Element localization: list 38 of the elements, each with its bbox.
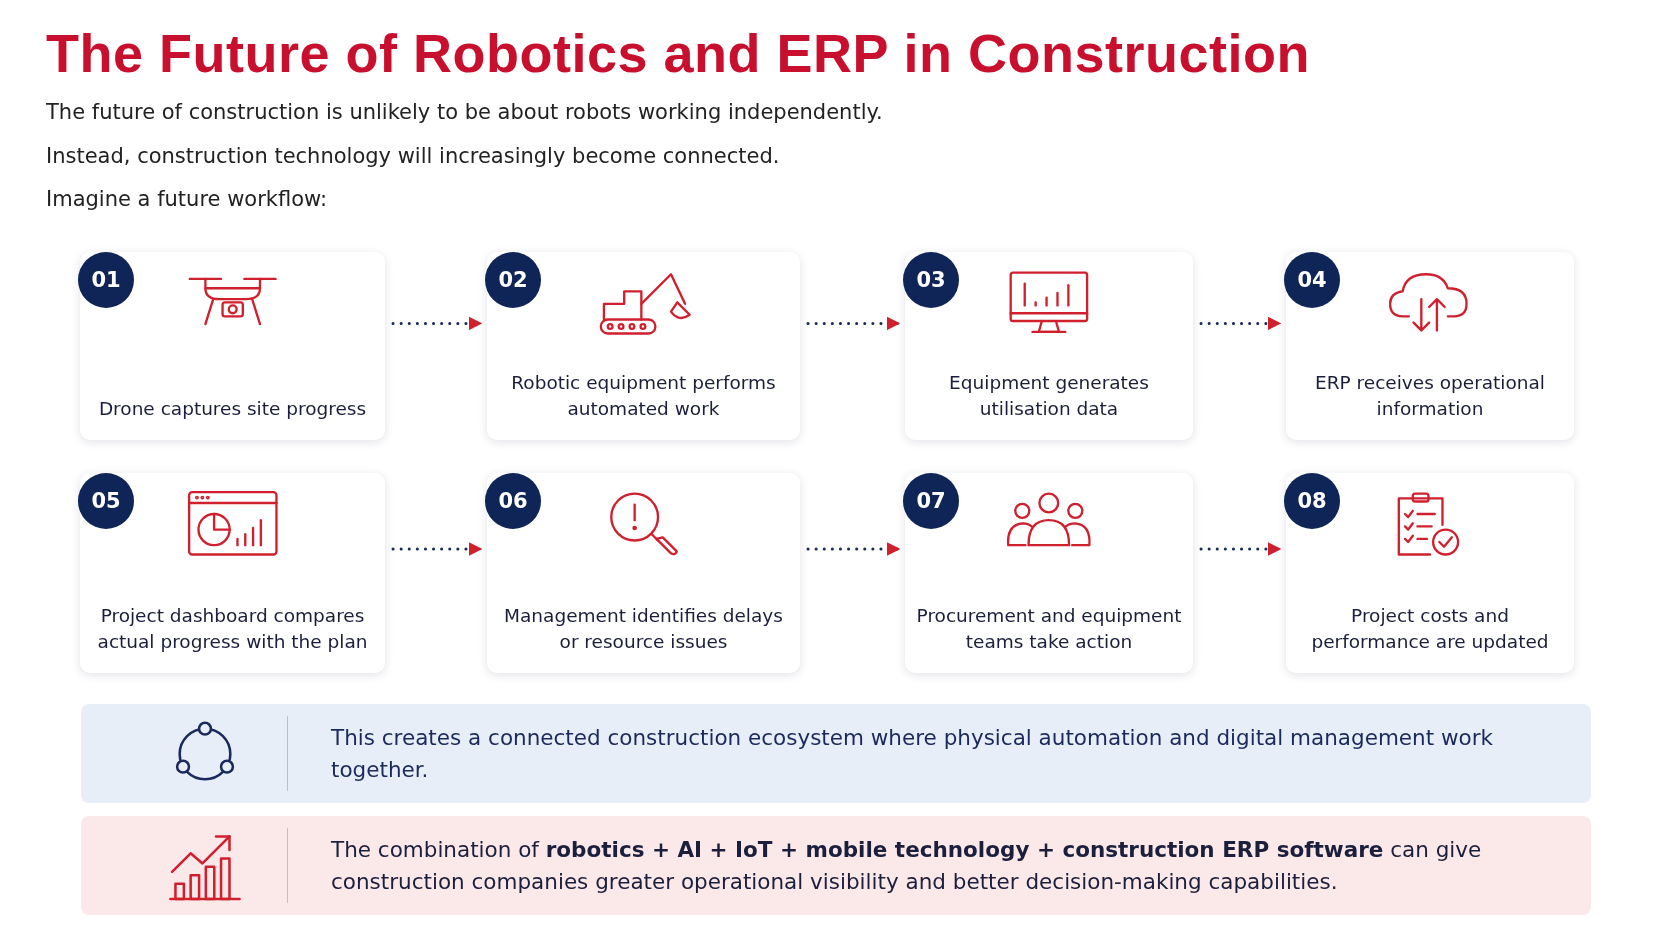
intro-text: The future of construction is unlikely to be about robots working independently. [46, 100, 883, 124]
info-banner [81, 704, 1591, 803]
arrow [806, 316, 901, 331]
step-text: Management identifies delays or resource issues [503, 604, 784, 654]
info-banner [81, 816, 1591, 915]
step-card [905, 473, 1193, 673]
step-number-badge: 06 [485, 473, 541, 529]
step-card [487, 252, 800, 440]
step-card [905, 252, 1193, 440]
step-number-badge: 05 [78, 473, 134, 529]
step-text: Project dashboard compares actual progress with the plan [96, 604, 369, 654]
step-number-badge: 01 [78, 252, 134, 308]
title: The Future of Robotics and ERP in Construction [46, 22, 1310, 84]
step-number-badge: 08 [1284, 473, 1340, 529]
step-card [80, 252, 385, 440]
step-text: Procurement and equipment teams take action [915, 604, 1183, 654]
arrow [1199, 316, 1282, 331]
intro-text: Instead, construction technology will increasingly become connected. [46, 144, 780, 168]
intro-text: Imagine a future workflow: [46, 187, 328, 211]
arrow [391, 542, 483, 556]
step-number-badge: 02 [485, 252, 541, 308]
step-number-badge: 04 [1284, 252, 1340, 308]
step-number-badge: 07 [903, 473, 959, 529]
step-card [80, 473, 385, 673]
arrow [1199, 542, 1282, 556]
banner-text: This creates a connected construction ecosystem where physical automation and digital management work together. [331, 723, 1494, 784]
step-text: Drone captures site progress [97, 397, 368, 421]
banner-text: The combination of robotics + AI + IoT + mobile technology + construction ERP software can give construction companies greater operational visibility and better decision-making capabilities. [331, 835, 1483, 896]
step-number-badge: 03 [903, 252, 959, 308]
arrow [806, 542, 901, 556]
step-card [487, 473, 800, 673]
step-card [1286, 252, 1574, 440]
step-text: ERP receives operational information [1314, 371, 1546, 421]
step-text: Equipment generates utilisation data [948, 371, 1150, 421]
step-text: Project costs and performance are updated [1310, 604, 1550, 654]
arrow [391, 316, 483, 331]
step-card [1286, 473, 1574, 673]
step-text: Robotic equipment performs automated work [510, 371, 777, 421]
